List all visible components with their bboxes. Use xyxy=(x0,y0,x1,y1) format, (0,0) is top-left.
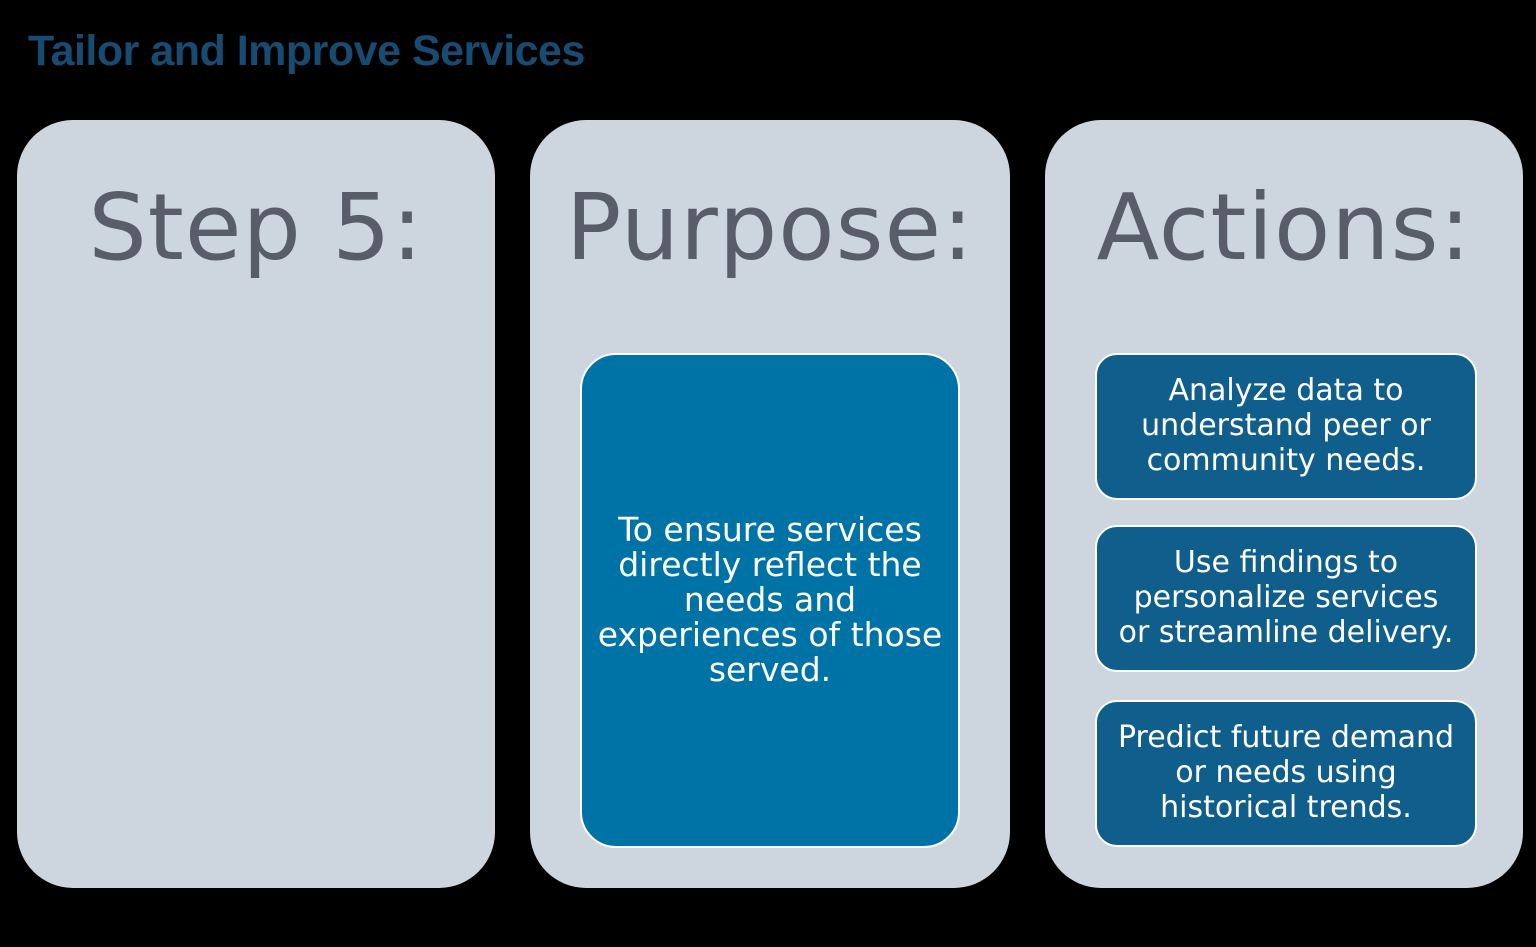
purpose-column: Purpose: To ensure services directly ref… xyxy=(530,120,1010,888)
step-column-header: Step 5: xyxy=(88,174,424,281)
action-box-analyze-data: Analyze data to understand peer or commu… xyxy=(1095,353,1477,500)
actions-column: Actions: Analyze data to understand peer… xyxy=(1045,120,1523,888)
action-box-use-findings-text: Use findings to personalize services or … xyxy=(1118,545,1454,650)
action-box-predict-demand-text: Predict future demand or needs using his… xyxy=(1117,720,1455,825)
purpose-column-header: Purpose: xyxy=(565,174,975,281)
action-box-analyze-data-text: Analyze data to understand peer or commu… xyxy=(1141,373,1431,478)
purpose-box-text: To ensure services directly reflect the … xyxy=(597,510,943,689)
action-box-use-findings: Use findings to personalize services or … xyxy=(1095,525,1477,672)
step-column: Step 5: xyxy=(17,120,495,888)
action-box-predict-demand: Predict future demand or needs using his… xyxy=(1095,700,1477,847)
actions-column-header: Actions: xyxy=(1096,174,1472,281)
purpose-box: To ensure services directly reflect the … xyxy=(580,353,960,848)
page-title: Tailor and Improve Services xyxy=(28,27,585,75)
